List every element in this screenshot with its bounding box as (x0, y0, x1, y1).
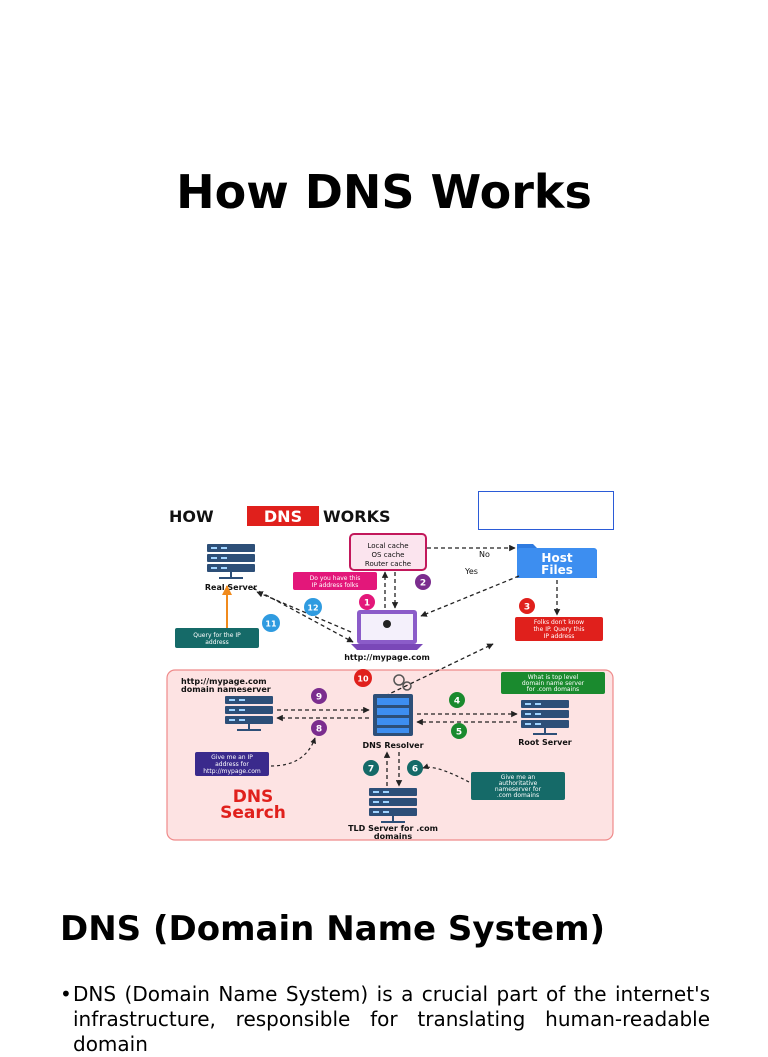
root-server-label: Root Server (518, 738, 572, 747)
callout-give-auth-3: nameserver for (495, 786, 542, 793)
callout-top-level-2: domain name server (522, 680, 585, 687)
cache-line-2: OS cache (372, 551, 405, 559)
edge-label-no: No (479, 550, 490, 559)
dns-search-line-2: Search (220, 803, 286, 823)
step-6-badge (407, 760, 423, 776)
step-3-label: 3 (524, 603, 530, 613)
callout-give-auth-1: Give me an (501, 774, 536, 781)
dns-search-line-1: DNS (233, 787, 274, 807)
step-12-label: 12 (307, 604, 318, 613)
section-heading: DNS (Domain Name System) (60, 909, 606, 949)
edge-host-laptop (420, 575, 520, 617)
callout-dont-know-1: Folks don't know (534, 619, 584, 626)
callout-query-ip-2: address (205, 639, 229, 646)
callout-dont-know (515, 617, 603, 641)
step-4-badge (449, 692, 465, 708)
step-1-badge (359, 594, 375, 610)
dns-resolver-label: DNS Resolver (362, 741, 423, 750)
step-12-badge (304, 598, 322, 616)
step-8-label: 8 (316, 725, 322, 735)
diagram-header-how: HOW (169, 507, 214, 526)
step-7-badge (363, 760, 379, 776)
host-files-folder-icon (517, 544, 597, 578)
step-11-badge (262, 614, 280, 632)
step-3-badge (519, 598, 535, 614)
step-1-label: 1 (364, 599, 370, 609)
callout-give-auth-2: authoritative (499, 780, 538, 787)
gears-icon (393, 674, 412, 691)
step-9-badge (311, 688, 327, 704)
real-server-label: Real Server (205, 583, 257, 592)
callout-ask-ip-1: Do you have this (310, 575, 361, 582)
step-5-label: 5 (456, 728, 462, 738)
step-9-label: 9 (316, 693, 322, 703)
callout-top-level-1: What is top level (528, 674, 579, 681)
bullet-text: DNS (Domain Name System) is a crucial pa… (73, 982, 710, 1056)
tld-server-line-2: domains (374, 832, 412, 841)
edge-resolver-laptop (384, 643, 494, 697)
real-server-icon (206, 543, 256, 579)
laptop-url-label: http://mypage.com (344, 653, 430, 662)
cache-line-3: Router cache (365, 560, 411, 568)
edge-label-yes: Yes (464, 567, 478, 576)
step-5-badge (451, 723, 467, 739)
mypage-ns-line-1: http://mypage.com (181, 677, 267, 686)
callout-dont-know-2: the IP. Query this (533, 626, 584, 633)
diagram-header-dns-bg (247, 506, 319, 526)
step-10-label: 10 (357, 675, 369, 684)
step-4-label: 4 (454, 697, 460, 707)
callout-give-ip-1: Give me an IP (211, 754, 253, 761)
callout-dont-know-3: IP address (544, 633, 575, 640)
dns-resolver-server-icon (373, 694, 413, 736)
edge-giveauth-curve (422, 763, 470, 783)
step-10-badge (354, 669, 372, 687)
host-files-line-1: Host (541, 551, 572, 565)
step-11-label: 11 (265, 620, 277, 629)
bullet-dot: • (60, 982, 72, 1006)
step-8-badge (311, 720, 327, 736)
how-dns-works-diagram: HOW DNS WORKS Local cache OS cache Route… (155, 482, 625, 867)
callout-query-ip-1: Query for the IP (193, 632, 241, 639)
callout-ask-ip-2: IP address folks (312, 582, 359, 589)
callout-give-ip (195, 752, 269, 776)
laptop-icon (351, 610, 423, 650)
callout-query-ip (175, 628, 259, 648)
edge-laptop-real (256, 591, 352, 633)
callout-top-level-3: for .com domains (527, 686, 579, 693)
bullet-item: • DNS (Domain Name System) is a crucial … (60, 982, 710, 1057)
callout-give-auth (471, 772, 565, 800)
step-7-label: 7 (368, 765, 374, 775)
callout-give-ip-3: http://mypage.com (203, 768, 261, 775)
cache-line-1: Local cache (367, 542, 408, 550)
step-2-label: 2 (420, 579, 426, 589)
callout-top-level (501, 672, 605, 694)
step-2-badge (415, 574, 431, 590)
slide-title: How DNS Works (176, 165, 592, 219)
step-6-label: 6 (412, 765, 418, 775)
tld-server-line-1: TLD Server for .com (348, 824, 438, 833)
callout-give-ip-2: address for (215, 761, 249, 768)
mypage-ns-line-2: domain nameserver (181, 685, 271, 694)
callout-give-auth-4: .com domains (497, 792, 539, 799)
cache-box (349, 533, 427, 571)
diagram-header-works: WORKS (323, 507, 391, 526)
host-files-line-2: Files (541, 563, 573, 577)
diagram-header-dns: DNS (264, 507, 302, 526)
edge-real-laptop (252, 587, 354, 643)
callout-ask-ip (293, 572, 377, 590)
empty-placeholder-box (478, 491, 614, 530)
